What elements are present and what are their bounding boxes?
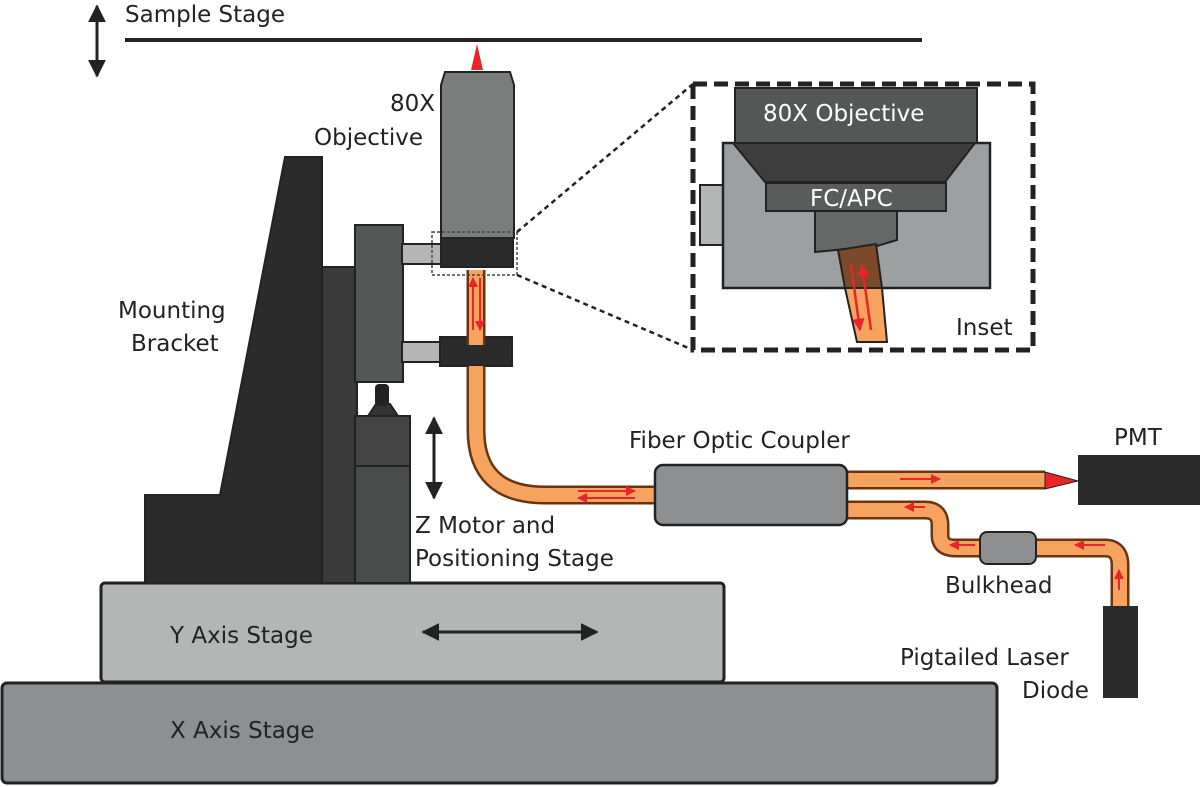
bulkhead-label: Bulkhead [945,573,1053,599]
z-motor-stage: Z Motor and Positioning Stage [354,224,614,584]
sample-stage: Sample Stage [88,2,922,78]
objective-label-line1: 80X [390,91,435,117]
laser-diode-label-line1: Pigtailed Laser [900,645,1069,671]
bulkhead [979,531,1037,565]
pmt: PMT [1078,425,1200,505]
inset-panel: 80X Objective FC/APC Inset [690,81,1036,353]
pmt-label: PMT [1114,425,1163,451]
y-axis-stage-label: Y Axis Stage [169,623,313,649]
laser-diode-label-line2: Diode [1022,678,1089,704]
x-axis-stage-label: X Axis Stage [170,718,315,744]
x-axis-stage: X Axis Stage [0,681,999,785]
pigtailed-laser-diode: Pigtailed Laser Diode [900,606,1138,704]
y-axis-stage: Y Axis Stage [99,581,726,684]
fiber-optic-cable [466,270,660,505]
coupler-fibers: Fiber Optic Coupler Bulkhead [629,428,1130,606]
objective-label-line2: Objective [314,125,423,151]
mounting-bracket-label-line1: Mounting [118,298,226,324]
inset-zoom-lines [516,83,694,352]
inset-objective-label: 80X Objective [763,101,924,127]
inset-connector-label: FC/APC [810,186,893,212]
z-motor-label-line2: Positioning Stage [415,546,614,572]
objective-80x: 80X Objective [314,44,518,276]
z-motor-label-line1: Z Motor and [415,513,555,539]
fiber-optic-coupler-label: Fiber Optic Coupler [629,428,850,454]
inset-title: Inset [956,315,1013,341]
mounting-bracket-label-line2: Bracket [131,331,219,357]
fiber-optic-coupler [653,463,849,527]
sample-stage-label: Sample Stage [125,2,285,28]
mounting-bracket: Mounting Bracket [118,156,358,584]
